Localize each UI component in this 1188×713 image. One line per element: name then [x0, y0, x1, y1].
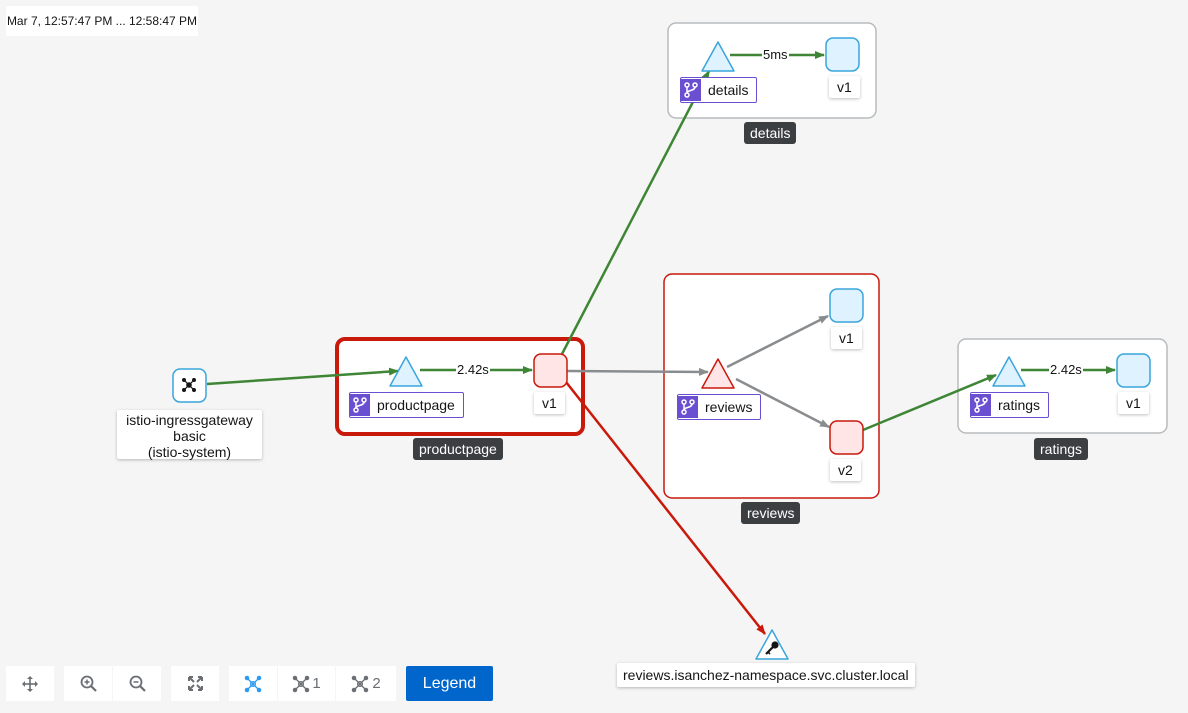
edge-ingress-to-productpage[interactable]	[206, 367, 399, 386]
service-entry-label: reviews.isanchez-namespace.svc.cluster.l…	[617, 663, 915, 687]
virtual-service-icon	[971, 394, 991, 416]
gateway-icon	[182, 378, 197, 393]
reviews-service-label: reviews	[705, 399, 753, 415]
reviews-service-node[interactable]	[701, 358, 735, 389]
virtual-service-icon	[678, 396, 698, 418]
zoom-out-icon	[129, 675, 146, 692]
productpage-service-node[interactable]	[389, 356, 423, 387]
details-box-label: details	[744, 122, 797, 144]
ratings-service-label: ratings	[998, 397, 1041, 413]
layout-1-button[interactable]: 1	[278, 666, 335, 701]
details-v1-workload-node[interactable]	[825, 37, 860, 72]
reviews-box-label: reviews	[741, 502, 801, 524]
edge-productpage-to-reviews[interactable]	[566, 367, 709, 376]
ratings-service-tag[interactable]: ratings	[970, 392, 1050, 418]
reviews-service-tag[interactable]: reviews	[677, 394, 762, 420]
productpage-v1-label: v1	[534, 392, 565, 414]
productpage-v1-workload-node[interactable]	[533, 353, 568, 388]
edge-label-ratings-latency: 2.42s	[1049, 362, 1083, 377]
time-range-label: Mar 7, 12:57:47 PM ... 12:58:47 PM	[6, 6, 198, 36]
reviews-v1-workload-node[interactable]	[829, 288, 864, 323]
ingress-namespace: (istio-system)	[147, 444, 232, 460]
details-v1-label: v1	[829, 76, 860, 98]
productpage-service-label: productpage	[377, 397, 455, 413]
virtual-service-icon	[350, 394, 370, 416]
details-service-label: details	[708, 82, 749, 98]
fit-to-screen-button[interactable]	[171, 666, 219, 701]
zoom-out-button[interactable]	[113, 666, 161, 701]
edge-productpage-to-service-entry[interactable]	[565, 381, 766, 635]
pan-button[interactable]	[6, 666, 54, 701]
reviews-v2-workload-node[interactable]	[829, 420, 864, 455]
topology-icon	[293, 675, 310, 692]
details-service-node[interactable]	[701, 41, 735, 72]
layout-2-number: 2	[372, 675, 381, 692]
topology-icon	[352, 675, 369, 692]
edge-reviews-svc-to-v1[interactable]	[726, 314, 829, 369]
topology-icon	[244, 675, 262, 692]
zoom-in-icon	[80, 675, 97, 692]
move-icon	[22, 675, 38, 692]
expand-icon	[187, 676, 203, 691]
ratings-service-node[interactable]	[992, 356, 1026, 387]
legend-button[interactable]: Legend	[406, 666, 493, 701]
productpage-box-label: productpage	[413, 438, 503, 460]
layout-2-button[interactable]: 2	[336, 666, 396, 701]
layout-1-number: 1	[312, 675, 321, 692]
ratings-v1-label: v1	[1118, 392, 1149, 414]
edge-productpage-to-details[interactable]	[560, 70, 711, 355]
details-service-tag[interactable]: details	[680, 77, 758, 103]
reviews-v1-label: v1	[831, 327, 862, 349]
zoom-in-button[interactable]	[64, 666, 112, 701]
ratings-v1-workload-node[interactable]	[1116, 353, 1151, 388]
edge-label-productpage-latency: 2.42s	[456, 362, 490, 377]
virtual-service-icon	[681, 79, 701, 101]
layout-default-button[interactable]	[229, 666, 277, 701]
ratings-box-label: ratings	[1034, 438, 1089, 460]
edge-reviews-svc-to-v2[interactable]	[735, 377, 830, 429]
edge-label-details-latency: 5ms	[762, 47, 789, 62]
ingress-gateway-label: istio-ingressgateway basic (istio-system…	[117, 410, 262, 460]
ingress-name: istio-ingressgateway	[126, 412, 253, 428]
ingress-version: basic	[173, 428, 206, 444]
reviews-v2-label: v2	[830, 459, 861, 481]
productpage-service-tag[interactable]: productpage	[349, 392, 464, 418]
edge-reviews-v2-to-ratings[interactable]	[862, 373, 997, 432]
key-icon	[765, 641, 779, 655]
reviews-app-box[interactable]	[663, 273, 880, 499]
